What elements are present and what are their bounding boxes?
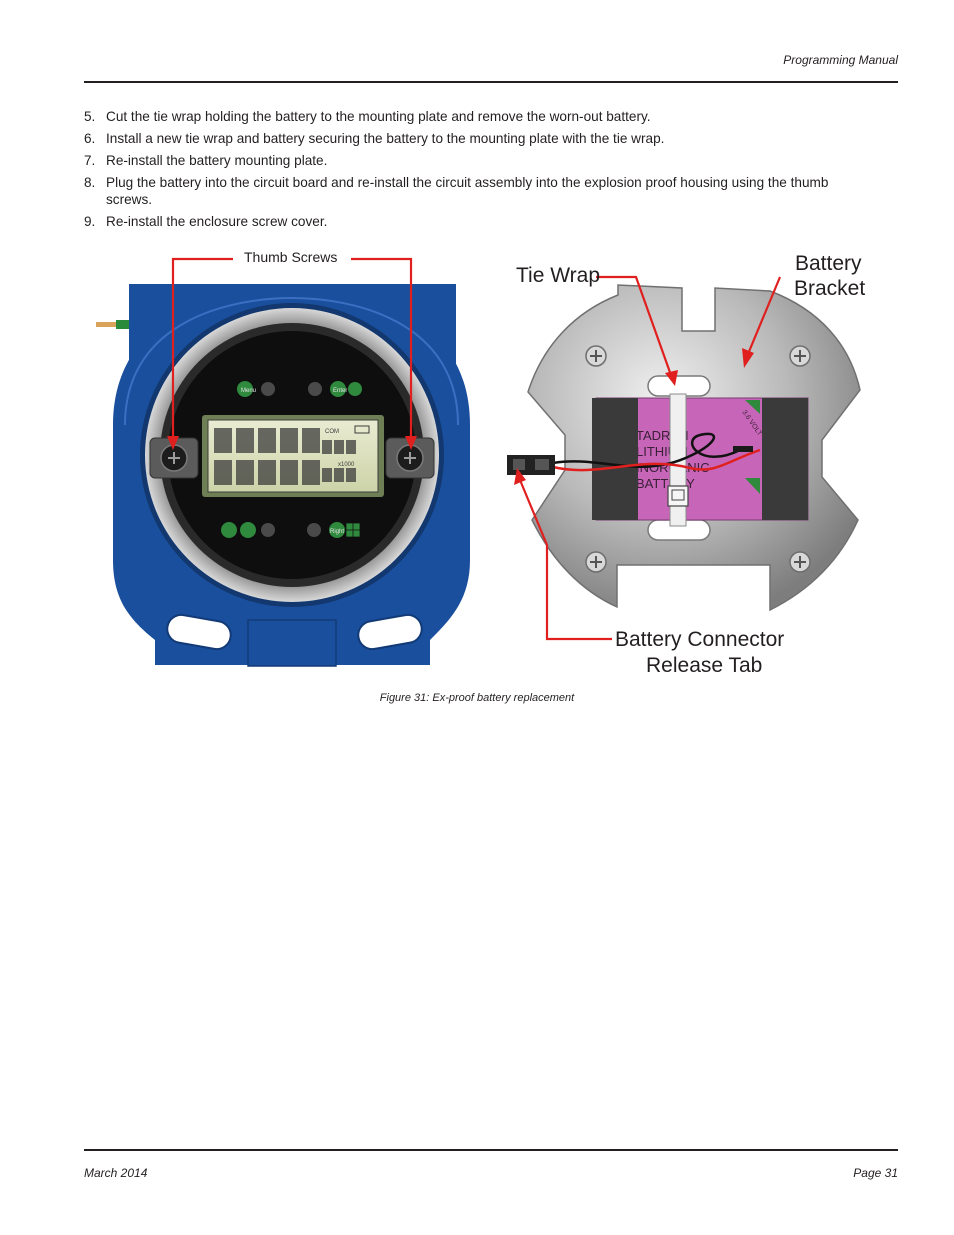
step-text: Plug the battery into the circuit board … [106, 175, 829, 207]
lcd-segment-digits [214, 428, 356, 485]
mounting-screw-icon [789, 551, 811, 573]
menu-label: Menu [241, 388, 256, 394]
step-item: 9. Re-install the enclosure screw cover. [84, 214, 874, 231]
right-label: Right [330, 529, 344, 535]
mounting-screw-icon [789, 345, 811, 367]
callout-arrowheads [167, 348, 754, 485]
step-number: 7. [84, 153, 96, 168]
figure-caption: Figure 31: Ex-proof battery replacement [379, 692, 575, 704]
explosion-proof-housing: Menu Enter Up Right COM x1000 [96, 284, 470, 667]
header-rule [84, 81, 898, 83]
footer-rule [84, 1149, 898, 1151]
release-tab-callout-line1: Battery Connector [615, 628, 785, 651]
battery-connector [507, 455, 555, 475]
step-text: Re-install the enclosure screw cover. [106, 213, 328, 229]
battery-bracket-callout-line1: Battery [795, 252, 862, 275]
battery-bracket-plate: TADRAN LITHIUM INORGANIC BATTERY 3.6 VOL… [507, 284, 861, 612]
multiplier-label: x1000 [338, 462, 355, 468]
step-number: 9. [84, 213, 96, 229]
step-item: 8. Plug the battery into the circuit boar… [84, 175, 874, 208]
com-label: COM [325, 429, 339, 435]
step-text: Re-install the battery mounting plate. [106, 153, 328, 168]
mounting-screw-icon [585, 551, 607, 573]
step-item: 5. Cut the tie wrap holding the battery t… [84, 109, 874, 126]
step-number: 6. [84, 131, 96, 146]
step-number: 5. [84, 109, 96, 124]
tie-wrap-callout: Tie Wrap [516, 264, 601, 287]
footer-page-number: Page 31 [853, 1166, 898, 1180]
step-number: 8. [84, 175, 96, 190]
thumb-screws-callout: Thumb Screws [244, 249, 338, 265]
step-item: 6. Install a new tie wrap and battery sec… [84, 131, 874, 148]
step-text: Install a new tie wrap and battery secur… [106, 131, 665, 146]
battery-replacement-figure: Menu Enter Up Right COM x1000 [96, 257, 861, 667]
battery-bracket-callout-line2: Bracket [794, 277, 866, 300]
enter-label: Enter [333, 388, 347, 394]
callout-leaders [171, 257, 782, 641]
step-text: Cut the tie wrap holding the battery to … [106, 109, 651, 124]
header-title: Programming Manual [783, 53, 898, 67]
step-item: 7. Re-install the battery mounting plate. [84, 153, 874, 170]
release-tab-callout-line2: Release Tab [646, 654, 763, 677]
mounting-screw-icon [585, 345, 607, 367]
footer-date: March 2014 [84, 1166, 148, 1180]
instruction-steps: 5. Cut the tie wrap holding the battery t… [84, 109, 874, 236]
